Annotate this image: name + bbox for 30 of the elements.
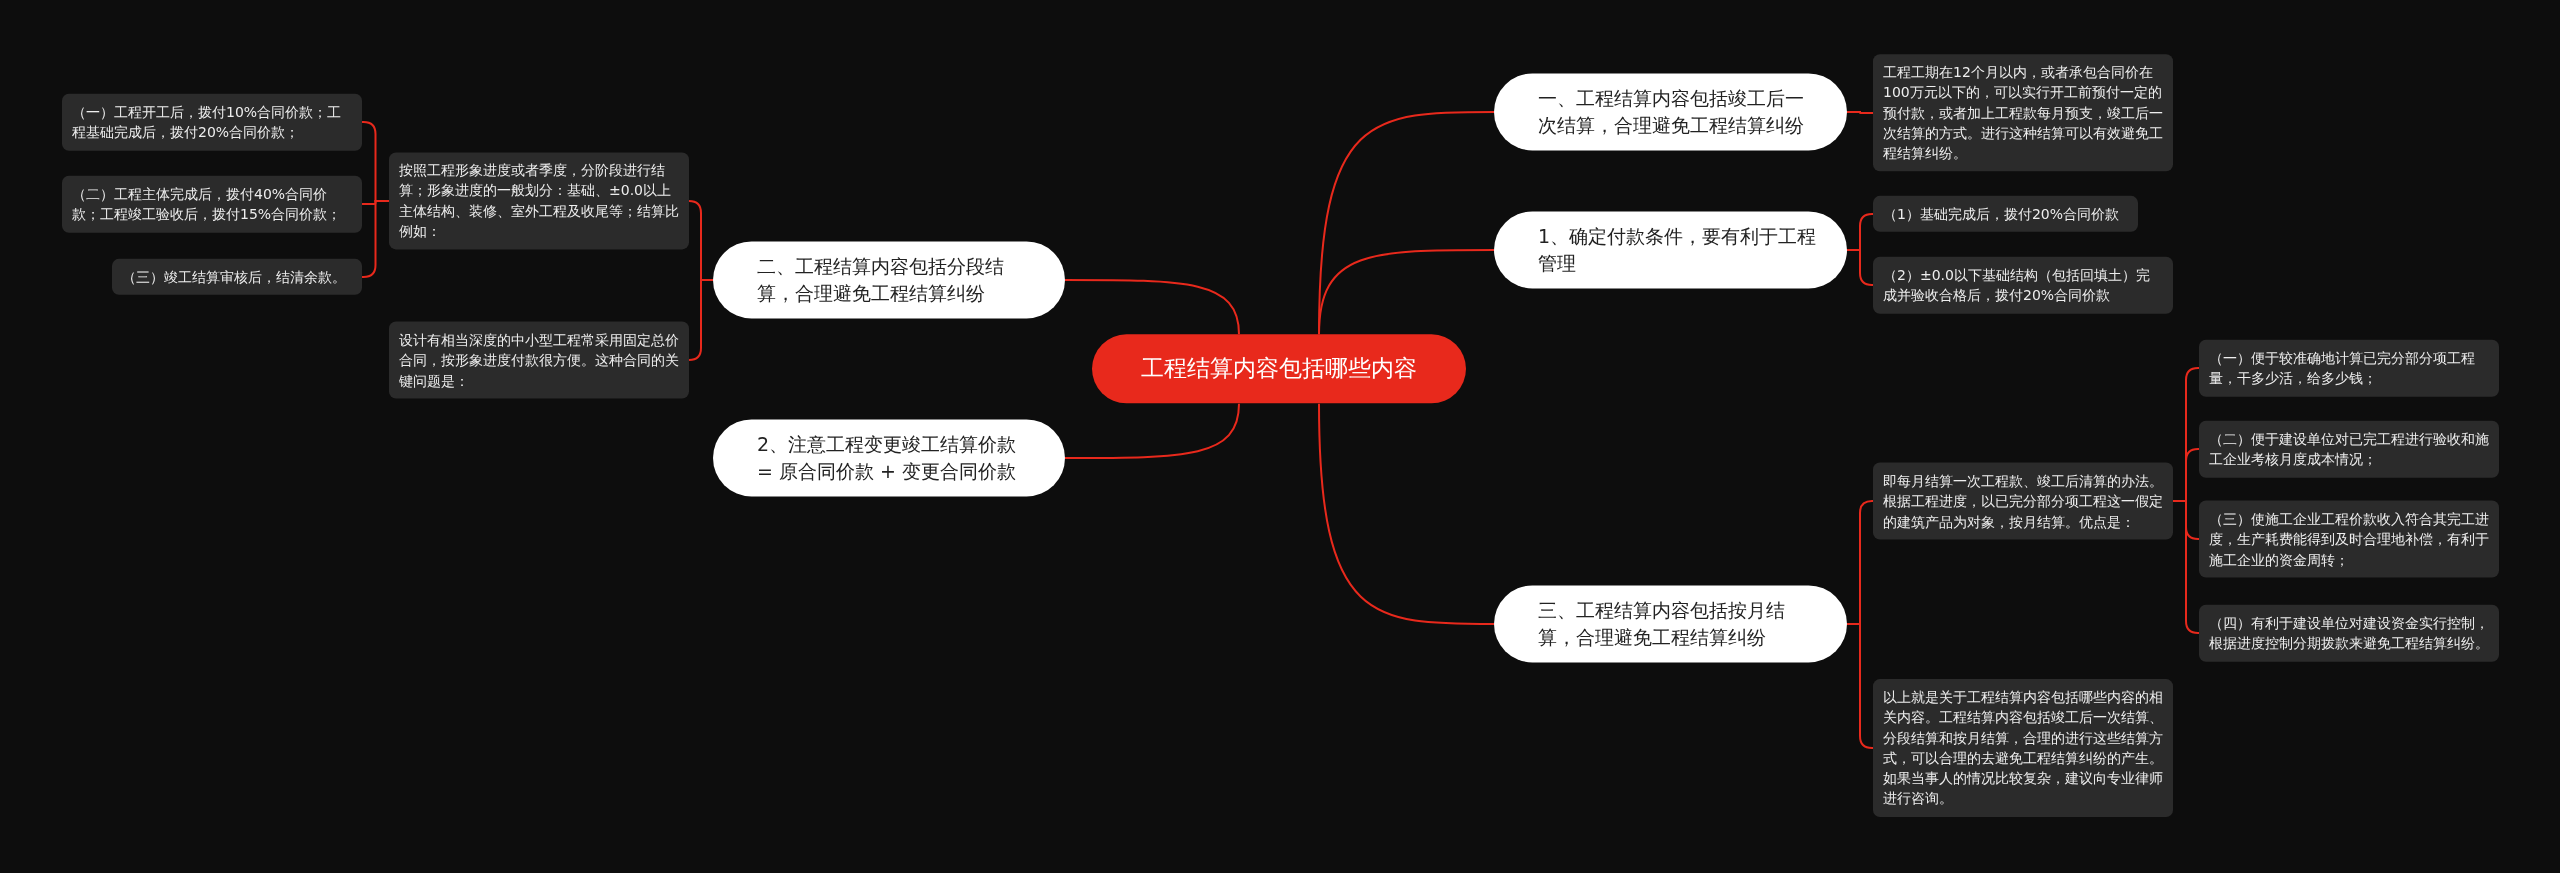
connector-line (1064, 279, 1240, 336)
note-box: 设计有相当深度的中小型工程常采用固定总价合同，按形象进度付款很方便。这种合同的关键问题是： (389, 321, 689, 399)
topic-box: 二、工程结算内容包括分段结算，合理避免工程结算纠纷 (713, 241, 1065, 319)
note-box: 以上就是关于工程结算内容包括哪些内容的相关内容。工程结算内容包括竣工后一次结算、分段结算和按月结算，合理的进行这些结算方式，可以合理的去避免工程结算纠纷的产生。如果当事人的情况比较复杂，建议向专业律师进行咨询。 (1873, 679, 2173, 817)
note-box: （四）有利于建设单位对建设资金实行控制，根据进度控制分期拨款来避免工程结算纠纷。 (2199, 604, 2499, 662)
connector-line (1064, 402, 1240, 459)
connector-line (1846, 249, 1874, 286)
note-box: （二）便于建设单位对已完工程进行验收和施工企业考核月度成本情况； (2199, 420, 2499, 478)
topic-box: 一、工程结算内容包括竣工后一次结算，合理避免工程结算纠纷 (1494, 73, 1847, 151)
connector-line (361, 200, 390, 278)
connector-line (1318, 402, 1495, 625)
note-box: （二）工程主体完成后，拨付40%合同价款；工程竣工验收后，拨付15%合同价款； (62, 175, 362, 233)
note-box: （三）竣工结算审核后，结清余款。 (112, 258, 362, 296)
note-box: （2）±0.0以下基础结构（包括回填土）完成并验收合格后，拨付20%合同价款 (1873, 256, 2173, 314)
note-box: （一）便于较准确地计算已完分部分项工程量，干多少活，给多少钱； (2199, 339, 2499, 397)
connector-line (2172, 500, 2200, 634)
connector-line (688, 279, 714, 361)
topic-box: 三、工程结算内容包括按月结算，合理避免工程结算纠纷 (1494, 585, 1847, 663)
connector-line (1846, 623, 1874, 749)
topic-box: 1、确定付款条件，要有利于工程管理 (1494, 211, 1847, 289)
note-box: （1）基础完成后，拨付20%合同价款 (1873, 195, 2138, 233)
connector-line (1846, 111, 1874, 114)
note-box: （三）使施工企业工程价款收入符合其完工进度，生产耗费能得到及时合理地补偿，有利于施工企业的资金周转； (2199, 500, 2499, 578)
note-box: 按照工程形象进度或者季度，分阶段进行结算；形象进度的一般划分：基础、±0.0以上主体结构、装修、室外工程及收尾等；结算比例如： (389, 152, 689, 250)
note-box: 即每月结算一次工程款、竣工后清算的办法。根据工程进度，以已完分部分项工程这一假定的建筑产品为对象，按月结算。优点是： (1873, 462, 2173, 540)
topic-box: 2、注意工程变更竣工结算价款 = 原合同价款 + 变更合同价款 (713, 419, 1065, 497)
connector-line (1318, 249, 1495, 336)
central-topic: 工程结算内容包括哪些内容 (1092, 334, 1466, 404)
note-box: （一）工程开工后，拨付10%合同价款；工程基础完成后，拨付20%合同价款； (62, 93, 362, 151)
note-box: 工程工期在12个月以内，或者承包合同价在100万元以下的，可以实行开工前预付一定的预付款，或者加上工程款每月预支，竣工后一次结算的方式。进行这种结算可以有效避免工程结算纠纷。 (1873, 54, 2173, 172)
